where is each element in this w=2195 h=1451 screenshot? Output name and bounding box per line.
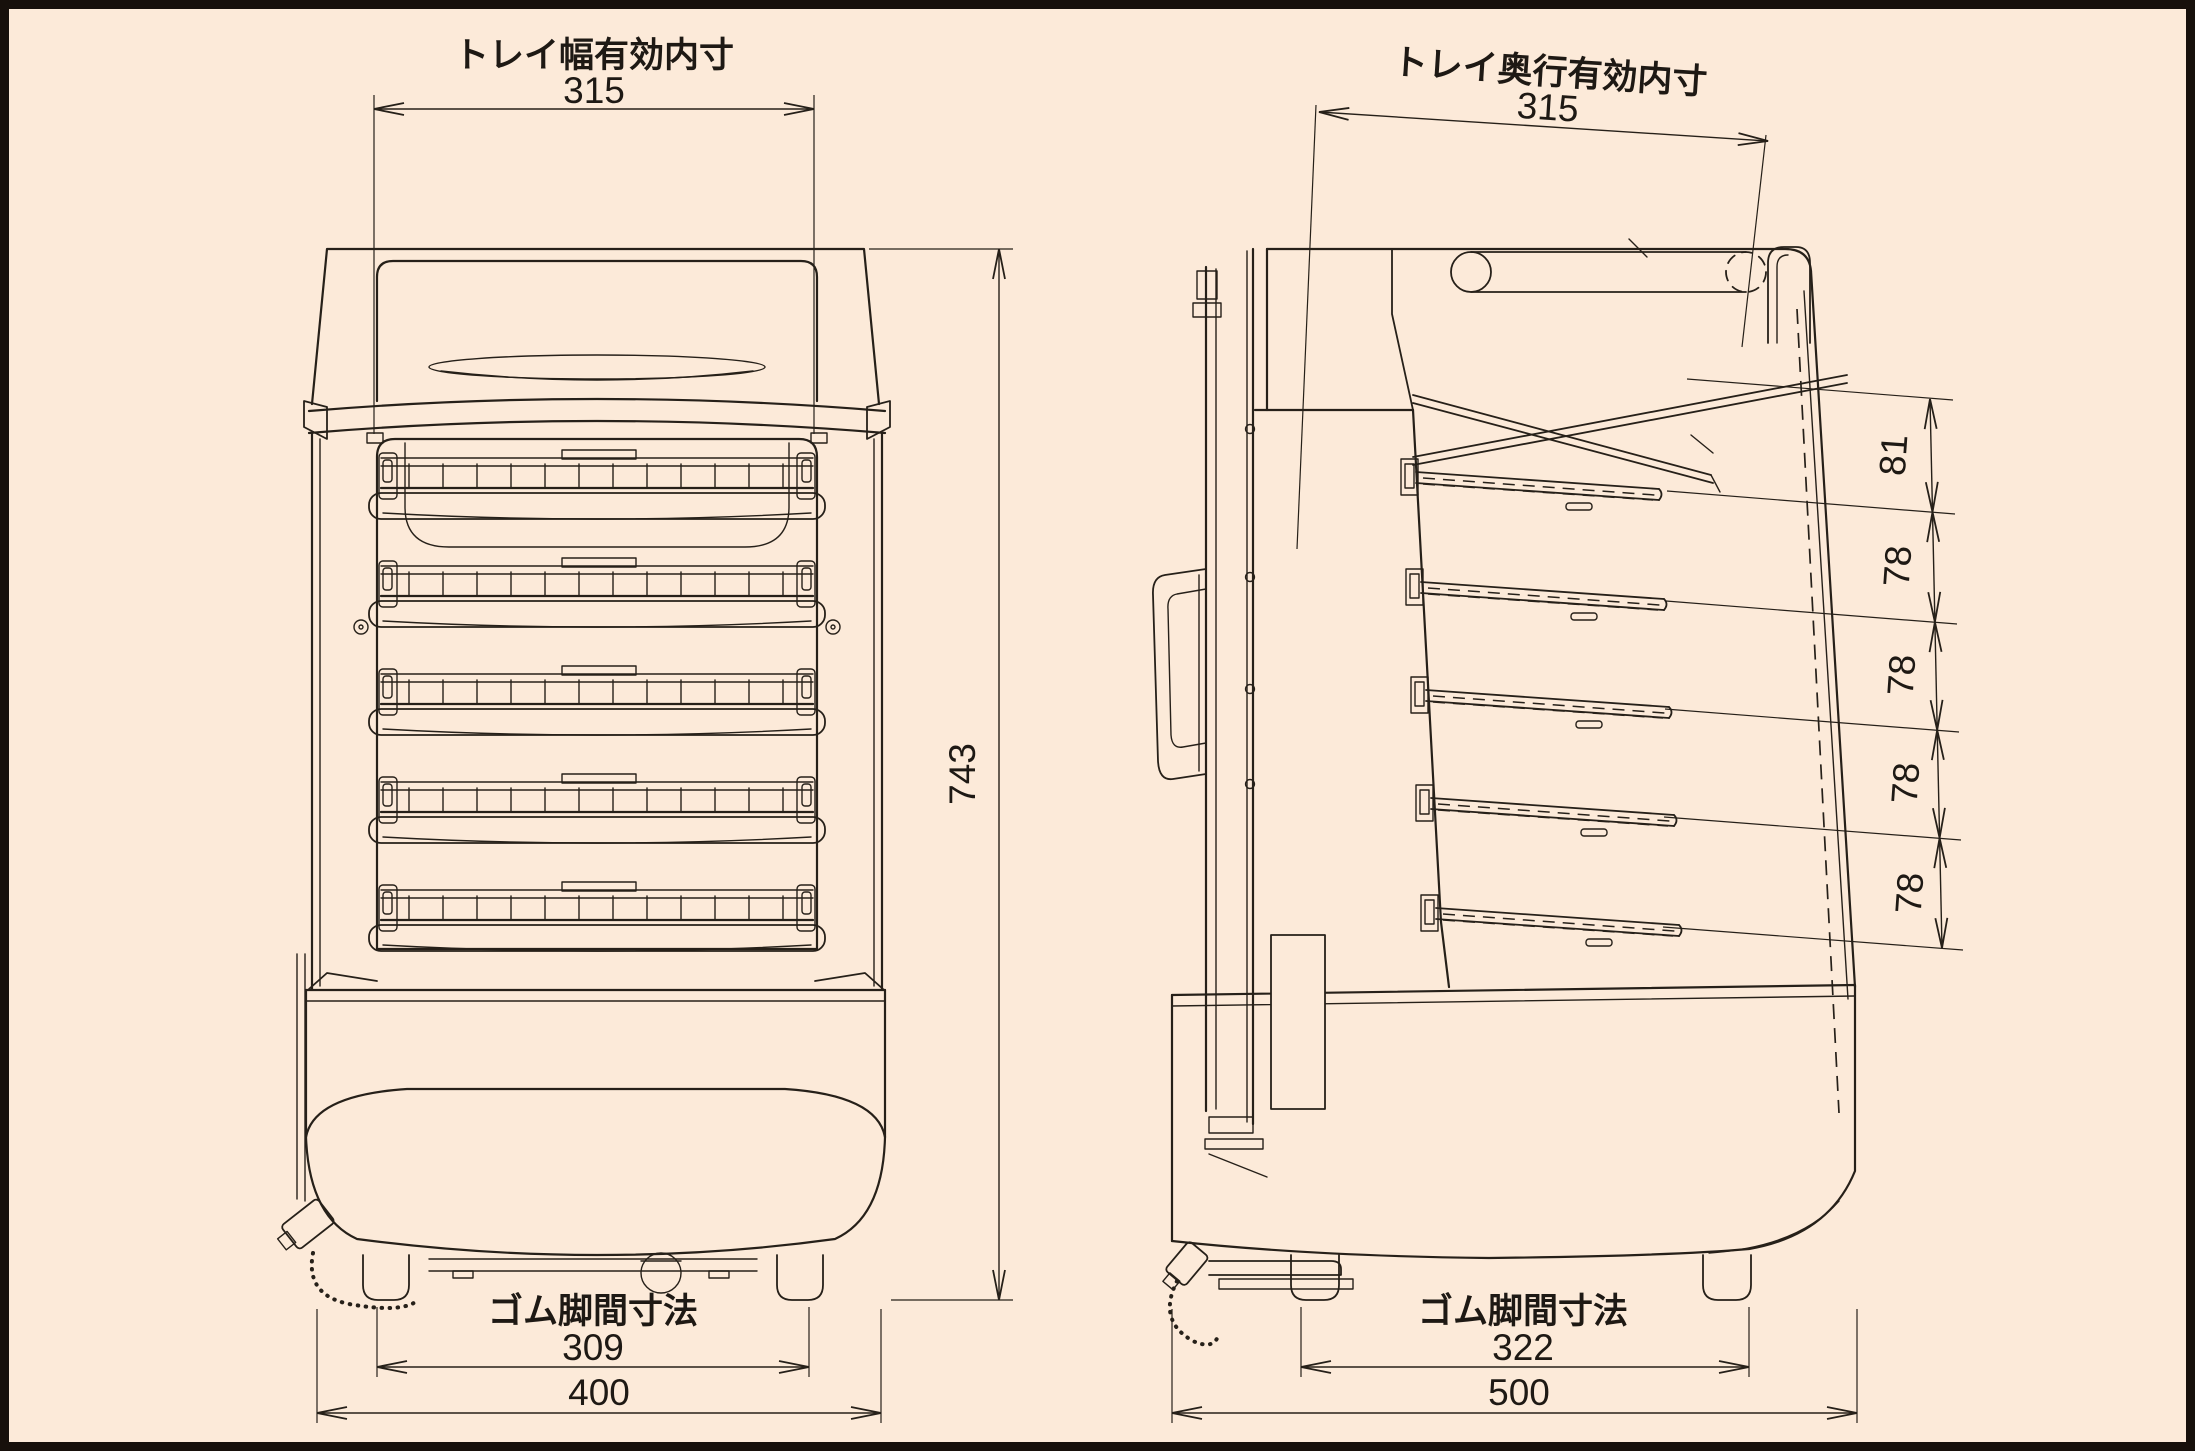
shelf-pitch-1: 81 [1872, 433, 1916, 477]
side-power-plug [1162, 1241, 1209, 1291]
side-base [1162, 934, 1857, 1347]
tray-width-value: 315 [563, 70, 625, 111]
front-rubber-foot-left [362, 1254, 410, 1301]
shelf-pitch-2: 78 [1876, 544, 1920, 588]
coiled-cord [309, 1251, 421, 1310]
side-rubber-foot-right [1702, 1254, 1752, 1301]
door-handle [1152, 568, 1207, 781]
front-view [276, 247, 891, 1310]
front-power-cord [276, 953, 421, 1310]
technical-drawing: トレイ幅有効内寸 315 743 ゴム脚間寸法 309 400 [276, 36, 1964, 1423]
side-front-trim [1767, 246, 1811, 344]
front-top-panel [375, 259, 819, 403]
front-rubber-foot-right [776, 1254, 824, 1301]
side-glass-front [1809, 269, 1857, 989]
power-plug [281, 1198, 335, 1250]
tray-width-label: トレイ幅有効内寸 [454, 36, 734, 76]
side-foot-span-label: ゴム脚間寸法 [1418, 1291, 1628, 1332]
shelf-pitch-4: 78 [1884, 761, 1928, 805]
dim-tray-width: トレイ幅有効内寸 315 [373, 36, 815, 434]
tray-depth-value: 315 [1516, 85, 1580, 130]
front-foot-span-label: ゴム脚間寸法 [488, 1291, 698, 1332]
front-bezel [307, 397, 887, 413]
dim-overall-height: 743 [869, 248, 1013, 1301]
front-top-cap [310, 247, 881, 406]
side-back-door [1152, 247, 1268, 1178]
front-cavity-back-panel [404, 442, 790, 548]
side-view [1152, 238, 1857, 1347]
front-foot-span-value: 309 [562, 1327, 624, 1368]
front-round-foot [640, 1252, 682, 1294]
overall-width-value: 400 [568, 1372, 630, 1413]
front-top-tray-oval [428, 354, 766, 380]
height-value: 743 [942, 743, 983, 805]
front-screws [353, 619, 841, 635]
front-base [304, 972, 887, 1301]
shelf-pitch-5: 78 [1888, 871, 1932, 915]
side-foot-span-value: 322 [1492, 1327, 1554, 1368]
dim-front-foot-span: ゴム脚間寸法 309 [376, 1291, 810, 1377]
dim-shelf-pitch-chain: 81 78 78 78 78 [1662, 378, 1964, 951]
dim-overall-depth: 500 [1171, 1309, 1858, 1423]
overall-depth-value: 500 [1488, 1372, 1550, 1413]
dim-overall-width: 400 [316, 1309, 882, 1423]
side-canopy [1412, 374, 1848, 493]
dim-side-foot-span: ゴム脚間寸法 322 [1300, 1291, 1750, 1377]
side-rubber-foot-left [1290, 1254, 1340, 1301]
side-coiled-cord [1167, 1279, 1221, 1347]
front-glass-cavity [375, 437, 819, 951]
side-handle [1450, 238, 1767, 293]
shelf-pitch-3: 78 [1880, 653, 1924, 697]
side-base-strip [1270, 934, 1326, 1110]
